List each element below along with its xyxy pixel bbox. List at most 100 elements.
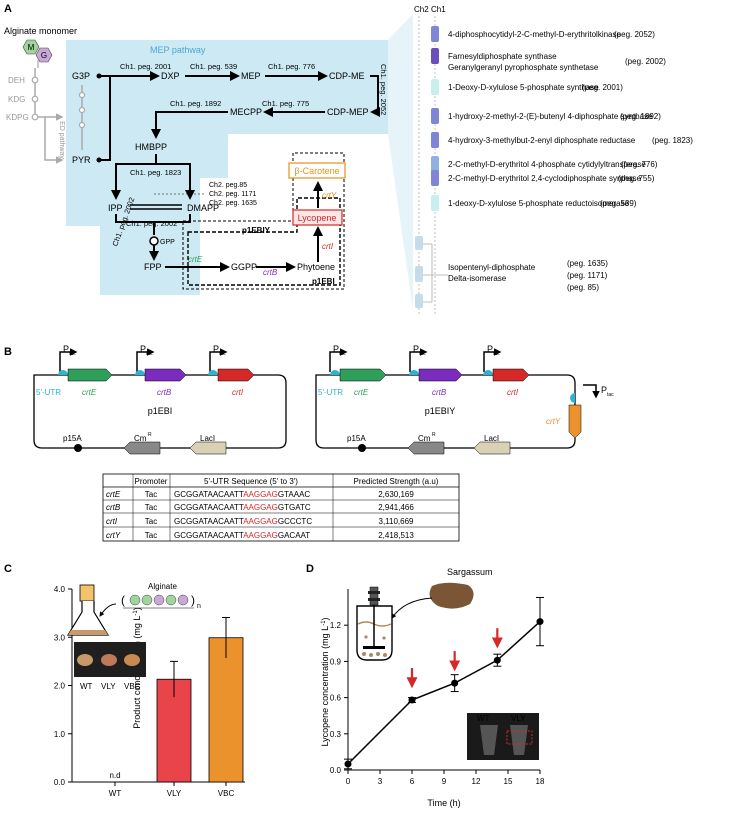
alginate-inset-title: Alginate [148, 582, 177, 591]
plasmid-p1ebi: P tac P tac P tac 5'-UTR crtE crtB crtI … [33, 344, 287, 455]
photo-label-wt-c: WT [80, 682, 93, 691]
ptac-label-5: P [413, 344, 419, 354]
monomer-m-hexagon [22, 39, 40, 55]
crtb-label-b1: crtB [157, 388, 172, 397]
isomerase-bracket [423, 243, 448, 303]
p1ebi-box [187, 197, 341, 286]
chromosome-ch2-label: Ch2 [414, 5, 429, 14]
table-promoter-2: Tac [145, 517, 157, 526]
chart-d-point-2 [451, 679, 459, 687]
ch1-gene-4 [431, 132, 439, 148]
node-mecpp: MECPP [230, 107, 262, 117]
chart-d-xlabel: Time (h) [427, 798, 460, 808]
gene-peg-2: (peg. 2001) [582, 83, 623, 92]
photo-label-wt-d: WT [477, 714, 490, 723]
ptac-label-6: P [487, 344, 493, 354]
cmr-label-2: Cm [418, 434, 431, 443]
plasmid-label-p1ebiy: p1EBIY [425, 406, 456, 416]
ptac-sub-4: tac [339, 351, 346, 357]
lycopene-box [292, 209, 343, 226]
gene-name-5: 2-C-methyl-D-erythritol 4-phosphate cyti… [448, 160, 646, 169]
table-gene-2: crtI [106, 517, 118, 526]
crtb-label-b2: crtB [432, 388, 447, 397]
bcarotene-box [288, 162, 346, 179]
utr-label-2: 5'-UTR [318, 388, 343, 397]
table-header-strength: Predicted Strength (a.u) [354, 477, 439, 486]
chart-d-xtick-label-3: 9 [442, 777, 447, 786]
table-promoter-0: Tac [145, 490, 157, 499]
chart-d-ytick-label-4: 1.2 [330, 621, 342, 630]
ch1-gene-0 [431, 26, 439, 42]
gene-name-0: 4-diphosphocytidyl-2-C-methyl-D-erythrit… [448, 30, 622, 39]
mep-pathway-region [66, 40, 388, 295]
gene-peg-7: (peg. 539) [600, 199, 637, 208]
ptac-sub-2: tac [146, 351, 153, 357]
plasmid-p1ebiy: P tac P tac P tac P tac 5'-UTR crtE crtB… [315, 344, 614, 455]
table-promoter-1: Tac [145, 503, 157, 512]
table-strength-2: 3,110,669 [379, 517, 415, 526]
isomerase-peg-85: (peg. 85) [567, 283, 599, 292]
ed-pathway-label: ED pathway [58, 121, 65, 159]
chart-d-ytick-label-2: 0.6 [330, 694, 342, 703]
node-bcarotene: β-Carotene [294, 166, 339, 176]
ipp-to-gpp-line [115, 214, 155, 235]
node-mep: MEP [241, 71, 261, 81]
chart-d-ytick-label-3: 0.9 [330, 657, 342, 666]
laci-label-2: LacI [484, 434, 499, 443]
crty-label-a: crtY [322, 191, 337, 200]
crte-label-b2: crtE [354, 388, 369, 397]
glycolysis-dot-1 [78, 91, 86, 99]
utr-4 [330, 370, 340, 375]
gene-peg-1: (peg. 2002) [625, 57, 666, 66]
node-cdp-mep: CDP-MEP [327, 107, 369, 117]
alginate-close-paren: ) [191, 593, 195, 607]
ptac-sub-5: tac [419, 351, 426, 357]
cmr-label-1: Cm [134, 434, 147, 443]
ed-node-deh: DEH [8, 76, 25, 85]
chart-d-ylabel: Lycopene concentration (mg L-1) [320, 617, 330, 746]
p15a-label-1: p15A [63, 434, 82, 443]
utr-label-1: 5'-UTR [36, 388, 61, 397]
p15a-label-2: p15A [347, 434, 366, 443]
gpp-label: GPP [160, 239, 175, 246]
alginate-n: n [197, 603, 201, 610]
monomer-m-label: M [28, 43, 35, 52]
node-cdp-me: CDP-ME [329, 71, 365, 81]
isomerase-peg-1635: (peg. 1635) [567, 259, 608, 268]
chromosome-ch1-label: Ch1 [431, 5, 446, 14]
node-g3p: G3P [72, 71, 90, 81]
laci-label-1: LacI [200, 434, 215, 443]
edge-label-539: Ch1. peg. 539 [190, 62, 237, 71]
crte-label-a: crtE [188, 255, 203, 264]
node-ipp: IPP [108, 203, 123, 213]
ch1-gene-3 [431, 108, 439, 124]
gene-peg-5: (peg. 776) [621, 160, 658, 169]
alginate-open-paren: ( [121, 593, 125, 607]
edge-label-1823: Ch1. peg. 1823 [130, 168, 181, 177]
ed-node-dot-1 [31, 76, 39, 84]
chart-c-xlabel-1: VLY [167, 789, 182, 798]
table-sequence-2: GCGGATAACAATTAAGGAGGCCCTC [174, 517, 312, 526]
node-pyr: PYR [72, 155, 91, 165]
cmr-sup-2: R [432, 432, 436, 438]
chart-d-point-4 [536, 618, 544, 626]
panel-label-c: C [4, 563, 12, 575]
ptac-sub-1: tac [69, 351, 76, 357]
tube-photo-d [467, 713, 539, 760]
zoom-wedge [388, 14, 413, 310]
cdpme-to-cdpmep-arrow [370, 75, 380, 117]
bioreactor-inset: Sargassum WT VLY [356, 567, 539, 760]
utr-2 [135, 370, 145, 375]
utr-5 [409, 370, 419, 375]
edge-label-2052: Ch1. peg. 2052 [379, 64, 388, 115]
kdpg-to-pyr-arrow [44, 117, 64, 164]
chart-c-ytick-label-4: 4.0 [54, 585, 66, 594]
table-sequence-1: GCGGATAACAATTAAGGAGGTGATC [174, 503, 311, 512]
hmbpp-to-ipp-arrow [111, 154, 157, 200]
ed-node-kdpg: KDPG [6, 113, 29, 122]
edge-label-2001: Ch1. peg. 2001 [120, 62, 171, 71]
ch2-gene-3 [415, 294, 423, 308]
chart-c-xlabel-2: VBC [218, 789, 235, 798]
isomerase-gene-line1: Isopentenyl-diphosphate [448, 263, 536, 272]
